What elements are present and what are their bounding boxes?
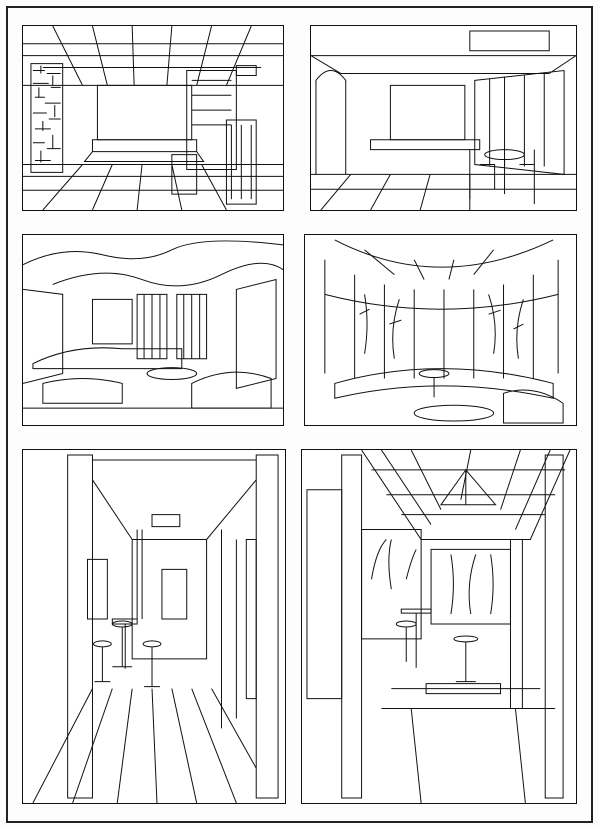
bar-stools — [93, 621, 160, 687]
doorway — [132, 539, 206, 658]
interior-sketch-corridor-bar — [22, 449, 286, 804]
floor-boards — [33, 689, 256, 803]
sheet-border — [6, 6, 593, 823]
curved-ceiling — [23, 241, 283, 265]
interior-sketch-round-hall — [304, 234, 577, 426]
back-window — [97, 85, 191, 139]
interior-sketch-dining-room — [310, 25, 577, 211]
bay-window — [475, 71, 564, 175]
wall-mirror — [88, 559, 108, 619]
window — [390, 85, 464, 139]
interior-sketch-atrium — [301, 449, 577, 804]
curved-sofa — [335, 369, 553, 399]
arch — [316, 71, 346, 175]
interior-sketch-living-room — [22, 25, 284, 211]
interior-sketch-lounge — [22, 234, 284, 426]
columns — [342, 455, 563, 798]
trees — [360, 294, 524, 358]
window-left — [362, 530, 422, 639]
bar-stools — [396, 609, 477, 682]
floor-grid — [23, 164, 283, 210]
window-center — [431, 549, 510, 624]
pyramid — [441, 470, 496, 505]
ceiling — [311, 56, 576, 74]
columns — [325, 260, 558, 379]
ceiling-light — [152, 515, 180, 527]
dome-rim — [335, 240, 553, 267]
glass-roof — [362, 450, 570, 539]
stone-wall — [31, 64, 63, 173]
floor-tiles — [311, 174, 576, 210]
painting — [92, 299, 132, 344]
sofa — [33, 348, 182, 369]
ceiling-grid — [23, 26, 283, 85]
